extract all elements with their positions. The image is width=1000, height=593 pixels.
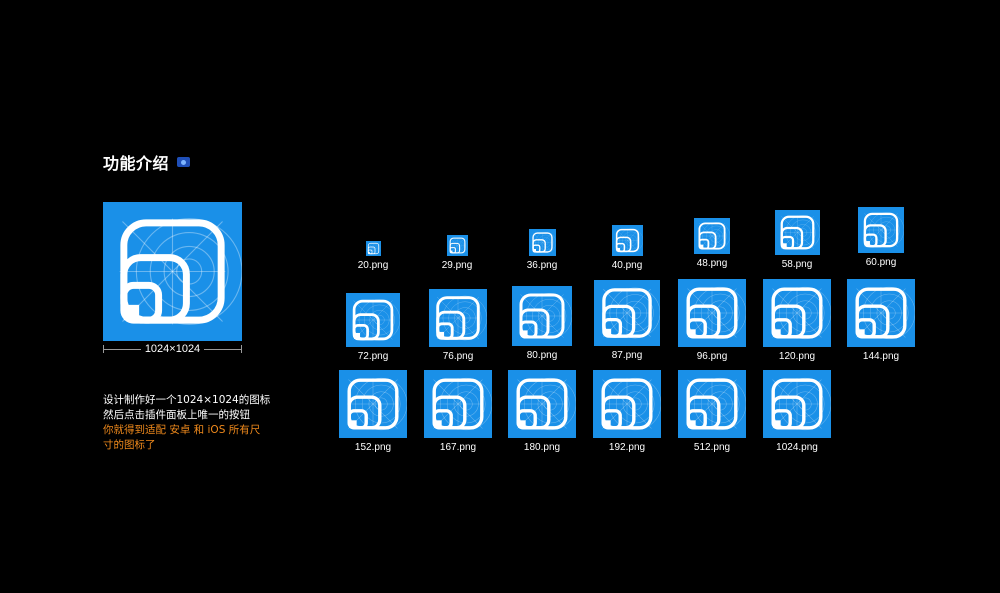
icon-size-label: 76.png [442, 351, 474, 362]
icon-size-item: 192.png [587, 370, 667, 453]
dimension-indicator: 1024×1024 [103, 343, 242, 355]
icon-size-item: 80.png [502, 286, 582, 361]
icon-size-label: 152.png [354, 442, 392, 453]
app-icon [694, 218, 730, 254]
app-icon [847, 279, 915, 347]
app-icon [611, 224, 643, 256]
icon-size-label: 120.png [778, 351, 816, 362]
app-icon [365, 240, 381, 256]
description-line-1: 设计制作好一个1024×1024的图标 [103, 394, 271, 406]
section-title-text: 功能介绍 [103, 154, 170, 173]
app-icon [678, 279, 746, 347]
app-icon [528, 228, 556, 256]
icon-size-item: 58.png [757, 209, 837, 270]
app-icon [339, 370, 407, 438]
icon-size-item: 87.png [587, 280, 667, 361]
icon-size-item: 120.png [757, 279, 837, 362]
section-title: 功能介绍 [103, 150, 191, 174]
icon-size-item: 29.png [417, 234, 497, 271]
icon-size-item: 96.png [672, 279, 752, 362]
icon-size-item: 1024.png [757, 370, 837, 453]
icon-size-label: 180.png [523, 442, 561, 453]
icon-size-label: 60.png [865, 257, 897, 268]
app-icon [763, 279, 831, 347]
icon-size-item: 48.png [672, 218, 752, 269]
app-icon [594, 280, 660, 346]
icon-size-label: 20.png [357, 259, 389, 271]
description-line-2: 然后点击插件面板上唯一的按钮 [103, 409, 250, 421]
app-icon [446, 234, 468, 256]
icon-size-label: 48.png [696, 258, 728, 269]
description-line-4: 寸的图标了 [103, 439, 156, 451]
icon-size-label: 72.png [357, 351, 389, 362]
icon-size-item: 167.png [418, 370, 498, 453]
icon-size-item: 20.png [333, 240, 413, 271]
app-icon-preview [103, 202, 242, 341]
app-icon [508, 370, 576, 438]
app-icon [512, 286, 572, 346]
app-icon [424, 370, 492, 438]
icon-size-item: 76.png [418, 289, 498, 362]
icon-size-item: 40.png [587, 224, 667, 271]
icon-size-label: 167.png [439, 442, 477, 453]
icon-size-item: 152.png [333, 370, 413, 453]
icon-size-label: 512.png [693, 442, 731, 453]
app-icon [593, 370, 661, 438]
icon-size-label: 58.png [781, 258, 813, 270]
icon-size-label: 1024.png [776, 442, 818, 453]
icon-size-item: 180.png [502, 370, 582, 453]
icon-size-label: 40.png [611, 259, 643, 271]
icon-size-label: 144.png [862, 351, 900, 362]
app-icon [429, 289, 487, 347]
icon-size-item: 144.png [841, 279, 921, 362]
badge-icon [177, 157, 191, 167]
app-icon [678, 370, 746, 438]
dimension-label: 1024×1024 [144, 343, 201, 355]
icon-size-label: 29.png [441, 259, 473, 271]
description: 设计制作好一个1024×1024的图标 然后点击插件面板上唯一的按钮 你就得到适… [103, 393, 278, 453]
icon-size-item: 36.png [502, 228, 582, 271]
icon-size-label: 80.png [526, 350, 558, 361]
icon-size-item: 512.png [672, 370, 752, 453]
icon-size-item: 72.png [333, 293, 413, 362]
icon-size-item: 60.png [841, 207, 921, 268]
app-icon [346, 293, 400, 347]
description-line-3: 你就得到适配 安卓 和 iOS 所有尺 [103, 424, 261, 436]
app-icon [858, 207, 904, 253]
app-icon [763, 370, 831, 438]
icon-size-label: 87.png [611, 350, 643, 361]
icon-size-label: 96.png [696, 351, 728, 362]
icon-size-label: 36.png [526, 259, 558, 271]
icon-size-label: 192.png [608, 442, 646, 453]
app-icon [774, 209, 820, 255]
